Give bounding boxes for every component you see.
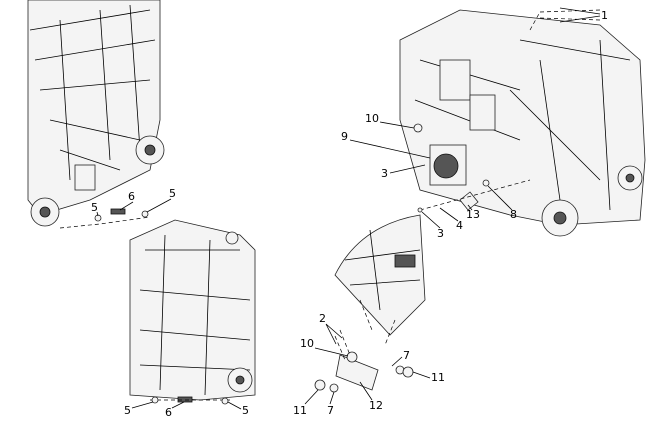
bottom-left-callouts: 5 6 5	[124, 401, 249, 419]
detail-callouts: 2 10 11 7 12 7 11	[293, 312, 445, 417]
callout-5: 5	[91, 201, 98, 214]
callout-9: 9	[341, 130, 348, 143]
callout-6: 6	[128, 190, 135, 203]
callout-10: 10	[365, 112, 379, 125]
callout-3: 3	[437, 227, 444, 240]
manifold-block-part	[335, 354, 379, 391]
callout-5: 5	[242, 404, 249, 417]
callout-7: 7	[327, 404, 334, 417]
callout-3: 3	[381, 167, 388, 180]
spring-part	[110, 208, 126, 215]
callout-13: 13	[466, 208, 480, 221]
callout-5: 5	[124, 404, 131, 417]
top-left-frame-view	[27, 0, 165, 229]
callout-5: 5	[169, 187, 176, 200]
callout-10: 10	[300, 337, 314, 350]
callout-8: 8	[510, 208, 517, 221]
top-left-callouts: 5 6 5	[91, 187, 176, 217]
callout-6: 6	[165, 406, 172, 419]
callout-2: 2	[319, 312, 326, 325]
callout-7: 7	[403, 349, 410, 362]
callout-11: 11	[431, 371, 445, 384]
callout-12: 12	[369, 399, 383, 412]
callout-4: 4	[456, 219, 463, 232]
bottom-left-frame-view	[129, 219, 256, 405]
main-frame-view	[399, 9, 646, 237]
callout-11: 11	[293, 404, 307, 417]
callout-1: 1	[601, 9, 608, 22]
detail-view	[314, 214, 426, 393]
main-callouts: 1 10 9 3 13 8 4 3	[341, 7, 608, 240]
